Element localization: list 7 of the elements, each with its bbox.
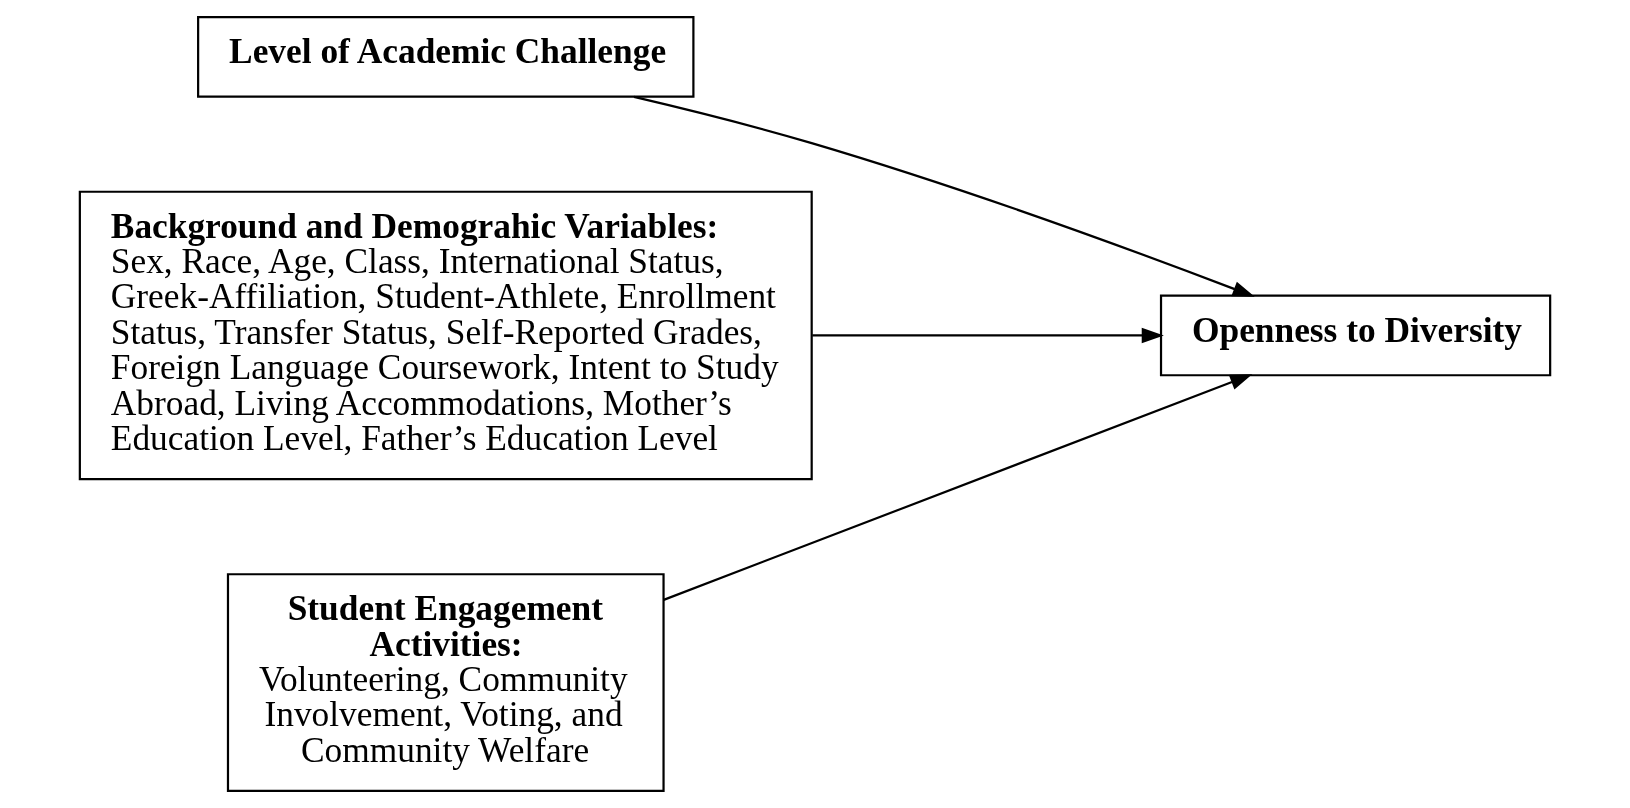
arrow — [633, 95, 1255, 297]
arrow — [663, 374, 1253, 601]
node-box: Background and Demograhic Variables: Sex, Race, Age, Class, International Status, Greek-Affiliation, Student-Athlete, Enrollment Status, Transfer Status, Self-Reported Grades, Foreign Language Coursework, Intent to Study Abroad, Living Accommodations, Mother’s Education Level, Father’s Education Level — [78, 190, 813, 481]
node-box: Openness to Diversity — [1159, 294, 1552, 377]
arrow — [812, 327, 1164, 344]
node-box: Student Engagement Activities: Volunteering, Community Involvement, Voting, and Community Welfare — [226, 573, 665, 793]
node-box: Level of Academic Challenge — [197, 15, 695, 98]
